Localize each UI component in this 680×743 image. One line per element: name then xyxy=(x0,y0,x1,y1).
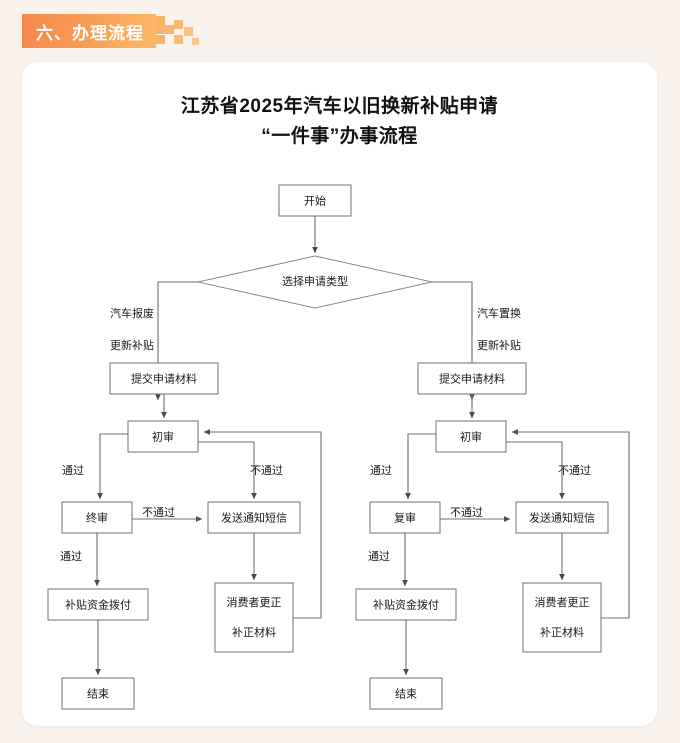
node-right-send-sms-label: 发送通知短信 xyxy=(529,510,595,524)
node-left-correction-label-2: 补正材料 xyxy=(232,625,276,639)
edge-label-left-fail-1: 不通过 xyxy=(250,464,283,477)
edge-label-left-fail-2: 不通过 xyxy=(142,506,175,519)
node-decision-application-type xyxy=(197,255,433,309)
edge-label-right-fail-1: 不通过 xyxy=(558,464,591,477)
node-left-final-review xyxy=(61,501,133,534)
node-right-second-review-label: 复审 xyxy=(394,510,416,524)
node-left-subsidy-payout-label: 补贴资金拨付 xyxy=(65,597,131,611)
node-left-send-sms xyxy=(207,501,301,534)
section-badge: 六、办理流程 xyxy=(22,14,156,48)
section-header: 六、办理流程 xyxy=(22,14,204,48)
node-right-correction-label-2: 补正材料 xyxy=(540,625,584,639)
edge-left-correction-back-to-first-review xyxy=(203,429,322,619)
page-title: 江苏省2025年汽车以旧换新补贴申请 “一件事”办事流程 xyxy=(22,92,657,152)
edge-label-left-pass-2: 通过 xyxy=(60,550,82,563)
node-start xyxy=(278,184,352,217)
node-right-end-label: 结束 xyxy=(395,687,417,700)
flowchart-card: 江苏省2025年汽车以旧换新补贴申请 “一件事”办事流程 开始 选择申请类型 汽… xyxy=(22,62,657,726)
node-right-submit-materials xyxy=(417,362,527,395)
node-right-second-review xyxy=(369,501,441,534)
edge-label-right-fail-2: 不通过 xyxy=(450,506,483,519)
node-left-send-sms-label: 发送通知短信 xyxy=(221,510,287,524)
edge-right-correction-back-to-first-review xyxy=(511,429,630,619)
process-flow-diagram: 开始 选择申请类型 汽车报废 更新补贴 汽车置换 更新补贴 提交申请材料 初审 … xyxy=(47,184,630,710)
edge-left-first-review-fail xyxy=(198,441,257,500)
node-left-end-label: 结束 xyxy=(87,687,109,700)
edge-label-right-pass-2: 通过 xyxy=(368,550,390,563)
node-left-end xyxy=(61,677,135,710)
node-left-final-review-label: 终审 xyxy=(86,510,108,524)
node-right-first-review-label: 初审 xyxy=(460,429,482,443)
node-right-correction-label-1: 消费者更正 xyxy=(535,595,590,609)
node-left-first-review xyxy=(127,420,199,453)
node-right-end xyxy=(369,677,443,710)
edge-right-first-review-pass xyxy=(405,433,436,500)
edge-label-right-branch-1: 汽车置换 xyxy=(477,306,521,320)
node-right-send-sms xyxy=(515,501,609,534)
edge-label-left-branch-2: 更新补贴 xyxy=(110,338,154,352)
node-right-submit-materials-label: 提交申请材料 xyxy=(439,371,505,385)
node-left-first-review-label: 初审 xyxy=(152,429,174,443)
node-decision-label: 选择申请类型 xyxy=(282,274,348,288)
edge-label-left-branch-1: 汽车报废 xyxy=(110,306,154,320)
edge-label-right-branch-2: 更新补贴 xyxy=(477,338,521,352)
page-title-line-2: “一件事”办事流程 xyxy=(261,126,418,147)
node-right-first-review xyxy=(435,420,507,453)
badge-decoration-squares xyxy=(156,14,204,48)
node-left-consumer-correction xyxy=(214,582,294,653)
edge-label-right-pass-1: 通过 xyxy=(370,464,392,477)
node-left-submit-materials-label: 提交申请材料 xyxy=(131,371,197,385)
node-right-subsidy-payout xyxy=(355,588,457,621)
section-badge-label: 六、办理流程 xyxy=(36,23,144,43)
node-start-label: 开始 xyxy=(304,193,326,207)
edge-right-first-review-fail xyxy=(506,441,565,500)
edge-left-first-review-pass xyxy=(97,433,128,500)
node-right-subsidy-payout-label: 补贴资金拨付 xyxy=(373,597,439,611)
page-title-line-1: 江苏省2025年汽车以旧换新补贴申请 xyxy=(180,96,499,117)
node-right-consumer-correction xyxy=(522,582,602,653)
node-left-correction-label-1: 消费者更正 xyxy=(227,595,282,609)
edge-label-left-pass-1: 通过 xyxy=(62,464,84,477)
